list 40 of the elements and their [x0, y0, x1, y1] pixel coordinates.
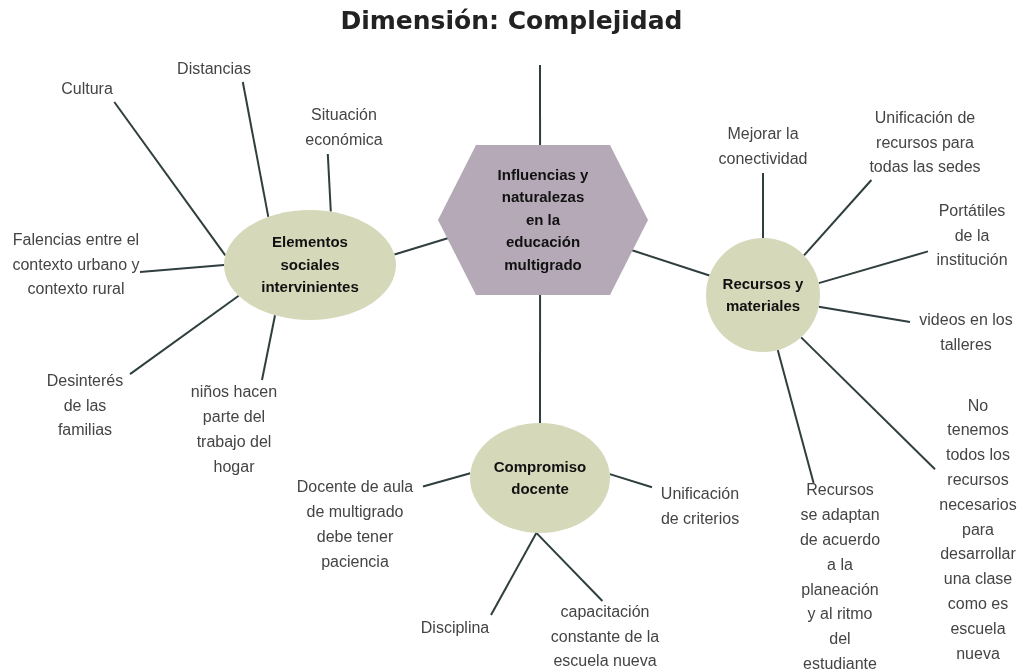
idea-label: Mejorar la conectividad — [717, 124, 809, 169]
idea-label: niños hacen parte del trabajo del hogar — [189, 382, 279, 477]
topic-label: Compromiso docente — [492, 456, 588, 499]
connector-line — [803, 179, 873, 257]
idea-label: Cultura — [61, 78, 113, 99]
idea-label: videos en los talleres — [918, 310, 1014, 355]
connector-line — [326, 153, 332, 213]
connector-line — [261, 314, 276, 381]
idea-label: Disciplina — [420, 617, 490, 638]
connector-line — [817, 305, 911, 323]
idea-label: capacitación constante de la escuela nueva — [549, 601, 661, 672]
diagram-title: Dimensión: Complejidad — [339, 6, 684, 35]
connector-line — [776, 349, 815, 484]
idea-label: Unificación de recursos para todas las sedes — [868, 107, 982, 178]
idea-label: Distancias — [177, 58, 251, 79]
idea-label: Docente de aula de multigrado debe tener paciencia — [295, 477, 415, 572]
topic-label: Elementos sociales intervinientes — [260, 232, 360, 298]
idea-label: Recursos se adaptan de acuerdo a la planeación y al ritmo del estudiante — [798, 480, 882, 672]
idea-label: Portátiles de la institución — [935, 200, 1009, 271]
connector-line — [422, 472, 472, 488]
idea-label: Desinterés de las familias — [45, 370, 125, 441]
idea-label: Falencias entre el contexto urbano y contexto rural — [12, 229, 140, 300]
topic-label: Influencias y naturalezas en la educación multigrado — [496, 164, 590, 275]
connector-line — [608, 473, 653, 489]
connector-line — [490, 531, 538, 616]
connector-line — [800, 336, 936, 471]
connector-line — [630, 249, 711, 277]
connector-line — [113, 101, 227, 257]
idea-label: Unificación de criterios — [659, 484, 741, 529]
connector-line — [535, 531, 604, 602]
connector-line — [129, 294, 240, 376]
connector-line — [539, 294, 542, 424]
idea-label: Situación económica — [304, 105, 384, 150]
connector-line — [817, 250, 929, 285]
topic-label: Recursos y materiales — [721, 273, 805, 316]
connector-line — [539, 64, 542, 146]
idea-label: No tenemos todos los recursos necesarios para desarrollar una clase como es escuela nueva — [938, 395, 1018, 664]
connector-line — [139, 264, 225, 273]
connector-line — [762, 172, 764, 239]
connector-line — [241, 81, 270, 218]
